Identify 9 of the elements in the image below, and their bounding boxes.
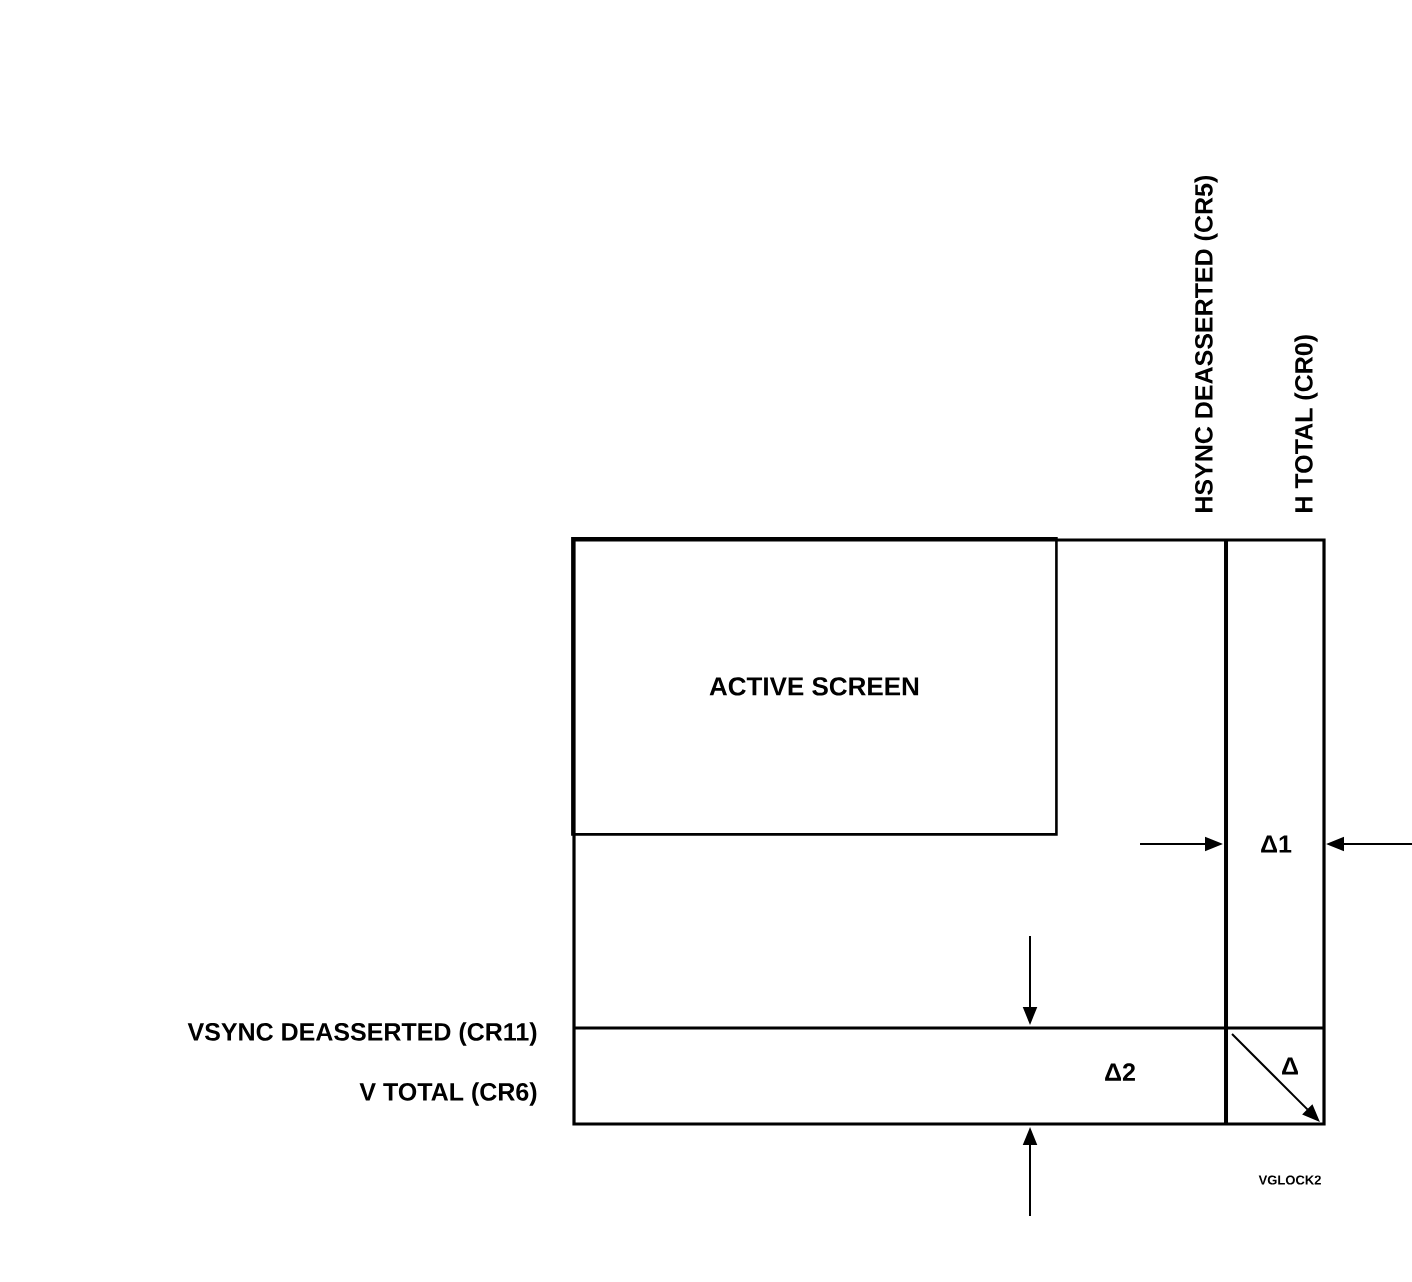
- signal-label: V TOTAL (CR6): [359, 1082, 537, 1106]
- signal-label: HSYNC DEASSERTED (CR5): [1194, 176, 1218, 512]
- screen-frame: [572, 538, 1326, 1126]
- signal-label: H TOTAL (CR0): [1294, 335, 1318, 512]
- delta-label: Δ: [1282, 1057, 1298, 1075]
- delta-label: Δ2: [1105, 1063, 1135, 1081]
- signal-label: VSYNC DEASSERTED (CR11): [187, 1022, 537, 1046]
- delta-label: Δ1: [1261, 835, 1292, 853]
- active-screen-box: ACTIVE SCREEN: [571, 537, 1058, 836]
